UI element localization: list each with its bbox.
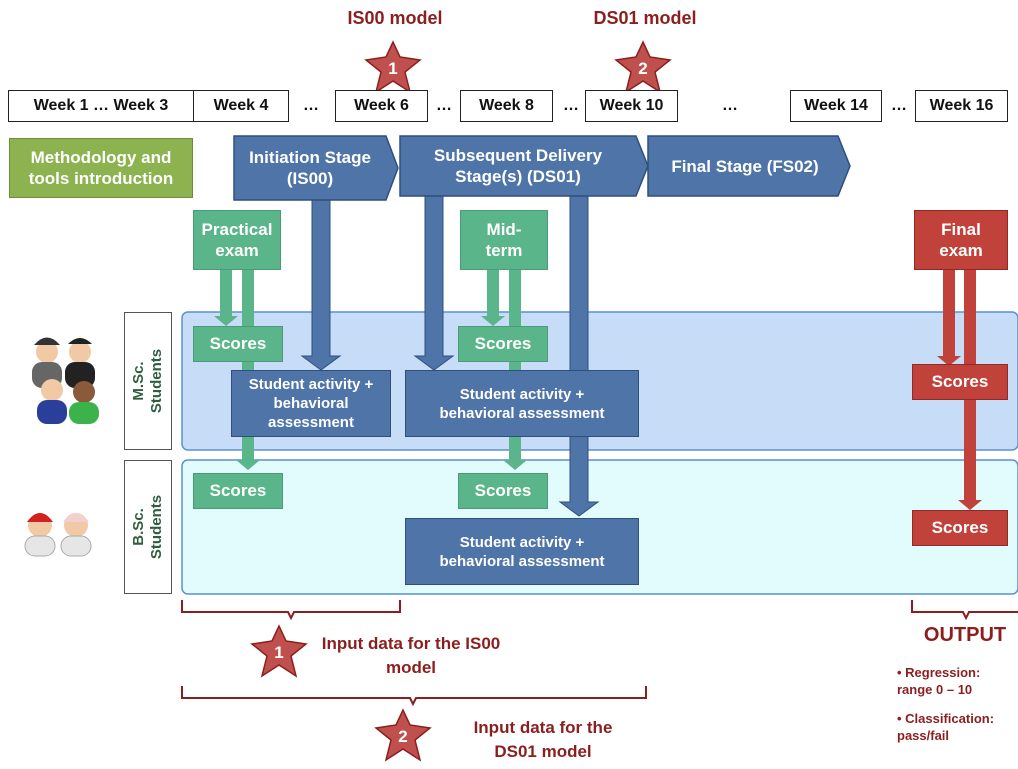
star-input-2-number: 2: [398, 727, 408, 746]
msc-label-box: M.Sc. Students: [124, 312, 172, 450]
output-classification: Classification: pass/fail: [897, 711, 995, 743]
methodology-box: Methodology and tools introduction: [9, 138, 193, 198]
star-input-1-icon: [250, 624, 308, 678]
subsequent-down-arrow-right: [558, 195, 600, 517]
ellipsis-4: …: [722, 97, 738, 114]
msc-activity-is00: Student activity + behavioral assessment: [231, 370, 391, 437]
star-input-1-number: 1: [274, 643, 284, 662]
subsequent-stage-shape: [399, 135, 649, 197]
is00-input-label: Input data for the IS00 model: [321, 634, 501, 677]
msc-final-scores: Scores: [912, 364, 1008, 400]
ellipsis-2: …: [436, 97, 452, 114]
star-2-number: 2: [638, 59, 648, 78]
week-10: Week 10: [585, 90, 678, 122]
midterm-box: Mid-term: [460, 210, 548, 270]
ds01-brace: [181, 686, 647, 707]
msc-label: M.Sc. Students: [130, 348, 165, 414]
is00-model-title: IS00 model: [347, 8, 443, 28]
is00-brace: [181, 600, 401, 621]
output-title: OUTPUT: [923, 624, 1007, 646]
final-exam-box: Final exam: [914, 210, 1008, 270]
msc-practical-scores: Scores: [193, 326, 283, 362]
initiation-down-arrow: [300, 191, 342, 371]
practical-arrow-a: [214, 270, 238, 326]
midterm-arrow-a: [481, 270, 505, 326]
subsequent-down-arrow-left: [413, 195, 455, 371]
bsc-students-icon: [24, 513, 92, 557]
star-1-icon: [364, 40, 422, 94]
ellipsis-5: …: [891, 97, 907, 114]
msc-students-icon: [32, 337, 99, 424]
week-6: Week 6: [335, 90, 428, 122]
ellipsis-3: …: [563, 97, 579, 114]
msc-activity-ds01: Student activity + behavioral assessment: [405, 370, 639, 437]
final-stage-shape: [647, 135, 851, 197]
output-regression-item: • Regression: range 0 – 10: [897, 664, 1018, 698]
output-brace: [911, 600, 1018, 621]
bsc-midterm-scores: Scores: [458, 473, 548, 509]
output-classification-item: • Classification: pass/fail: [897, 710, 1018, 744]
bsc-final-scores: Scores: [912, 510, 1008, 546]
output-regression: Regression: range 0 – 10: [897, 665, 981, 697]
bsc-label-box: B.Sc. Students: [124, 460, 172, 594]
week-16: Week 16: [915, 90, 1008, 122]
initiation-stage-label: Initiation Stage (IS00): [249, 148, 371, 188]
bsc-activity-ds01: Student activity + behavioral assessment: [405, 518, 639, 585]
practical-exam-box: Practical exam: [193, 210, 281, 270]
star-1-number: 1: [388, 59, 398, 78]
subsequent-stage-label: Subsequent Delivery Stage(s) (DS01): [433, 146, 603, 186]
star-2-icon: [614, 40, 672, 94]
week-8: Week 8: [460, 90, 553, 122]
star-input-2-icon: [374, 708, 432, 762]
msc-midterm-scores: Scores: [458, 326, 548, 362]
ellipsis-1: …: [303, 97, 319, 114]
week-4: Week 4: [193, 90, 289, 122]
bsc-practical-scores: Scores: [193, 473, 283, 509]
week-14: Week 14: [790, 90, 882, 122]
ds01-input-label: Input data for the DS01 model: [473, 718, 613, 761]
week-1-3: Week 1 … Week 3: [8, 90, 194, 122]
bullet-icon: •: [897, 665, 906, 680]
final-exam-arrow-a: [937, 270, 961, 366]
final-stage-label: Final Stage (FS02): [671, 156, 819, 176]
bsc-label: B.Sc. Students: [130, 494, 165, 560]
bullet-icon: •: [897, 711, 906, 726]
ds01-model-title: DS01 model: [593, 8, 697, 28]
initiation-stage-shape: [233, 135, 399, 201]
